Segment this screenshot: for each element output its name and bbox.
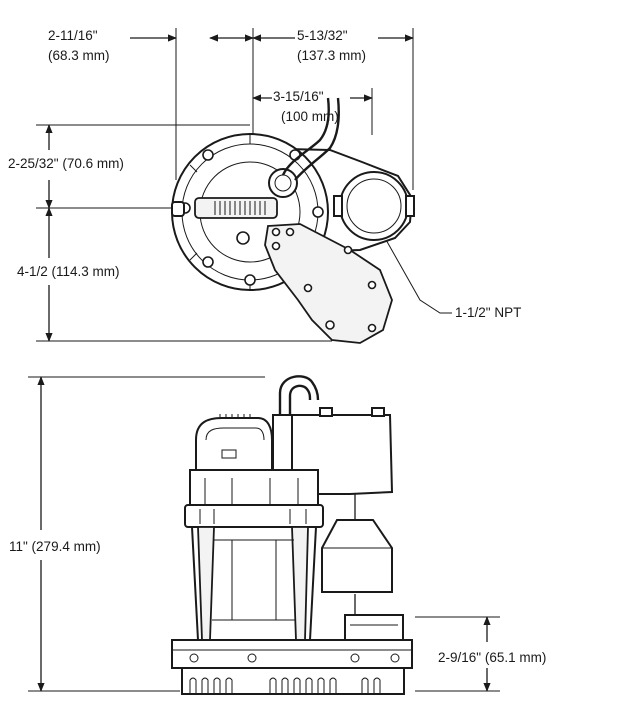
side-view-dimensions: 11" (279.4 mm) 2-9/16" (65.1 mm) (9, 376, 546, 692)
top-view-dimensions: 2-11/16" (68.3 mm) 5-13/32" (137.3 mm) 3… (8, 28, 521, 342)
lower-depth-label: 4-1/2 (114.3 mm) (17, 264, 120, 279)
width-left-metric: (68.3 mm) (48, 48, 110, 63)
width-right-metric: (137.3 mm) (297, 48, 366, 63)
discharge-npt-label: 1-1/2" NPT (455, 305, 521, 320)
upper-depth-label: 2-25/32" (70.6 mm) (8, 156, 124, 171)
height-label: 11" (279.4 mm) (9, 539, 101, 554)
width-left-imperial: 2-11/16" (48, 28, 98, 43)
width-right-imperial: 5-13/32" (297, 28, 348, 43)
pump-side-view (171, 375, 413, 695)
cord-offset-imperial: 3-15/16" (273, 89, 324, 104)
inlet-height-label: 2-9/16" (65.1 mm) (438, 650, 546, 665)
pump-top-view (171, 97, 415, 344)
cord-offset-metric: (100 mm) (281, 109, 339, 124)
